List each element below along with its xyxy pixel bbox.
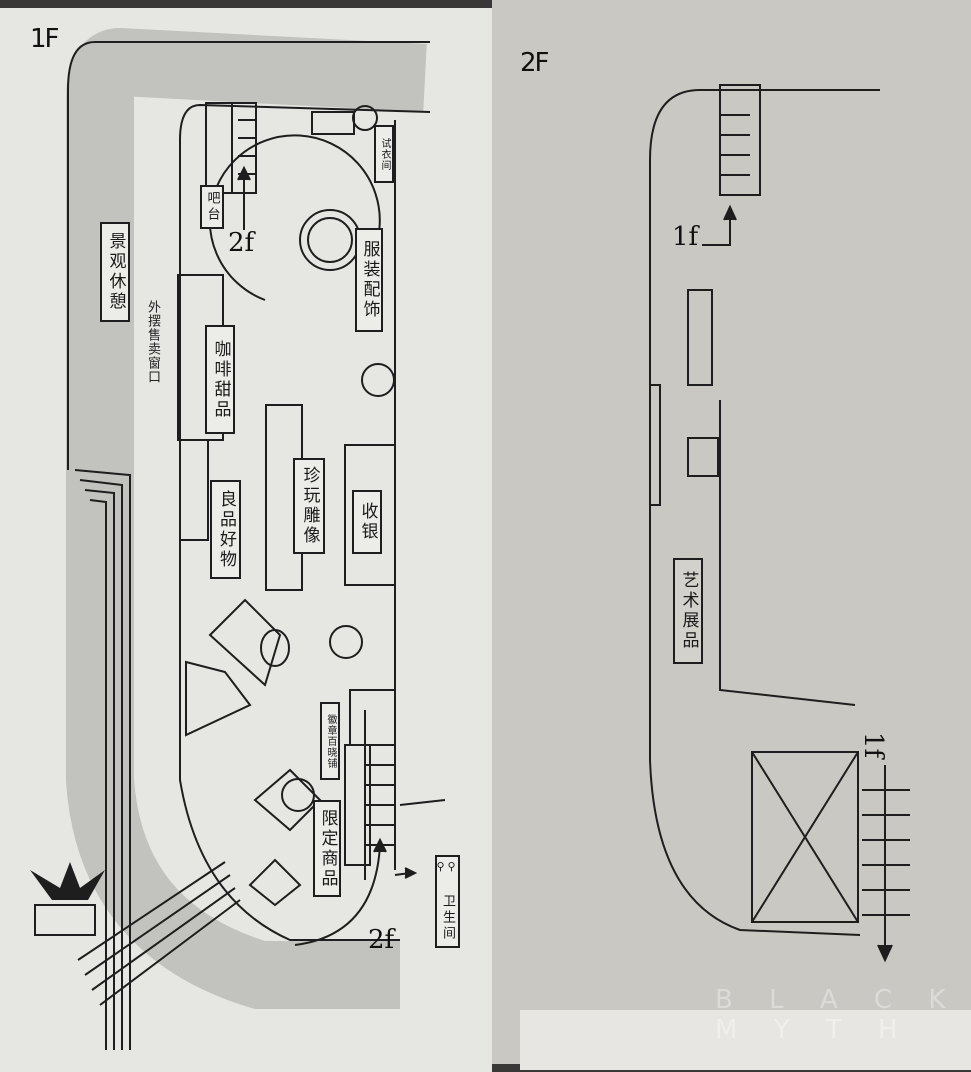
restroom-icon: ⚲⚲ — [436, 860, 459, 873]
right-page — [492, 0, 971, 1064]
stair-label-2f-top: 2f — [228, 228, 255, 258]
walkway-outer-edge — [67, 41, 430, 470]
zone-coffee: 咖啡甜品 — [205, 325, 235, 434]
zone-art: 艺术展品 — [673, 558, 703, 664]
stairs-2f-top — [702, 84, 761, 246]
walkway-2f-inner — [719, 400, 856, 706]
floor-title-2f: 2F — [520, 48, 549, 78]
left-edge-stripes — [74, 469, 131, 1050]
stairs-2f-bottom — [751, 751, 910, 963]
zone-fitting-room: 试衣间 — [374, 125, 394, 183]
stair-label-1f-bottom: 1f — [858, 731, 889, 759]
walkway-2f — [649, 89, 880, 936]
stairs-1f-bottom — [294, 744, 446, 946]
stair-label-2f-bottom: 2f — [368, 925, 395, 955]
bleed-through-text: B L A C K M Y T H — [715, 985, 960, 1045]
zone-cashier: 收银 — [352, 490, 382, 554]
zone-restroom-label: 卫生间 — [440, 894, 455, 942]
zone-landscape-rest: 景观休憩 — [100, 222, 130, 322]
floor-title-1f: 1F — [30, 24, 59, 54]
character-icons — [260, 363, 395, 812]
walkway-inner-edge — [179, 103, 431, 941]
zone-badge-shop: 徽章百晓铺 — [320, 702, 340, 780]
stairs-1f-top — [205, 102, 257, 230]
stair-label-1f-top: 1f — [672, 222, 699, 252]
zone-goods: 良品好物 — [210, 480, 241, 579]
zone-curios: 珍玩雕像 — [293, 458, 325, 554]
background-floor — [520, 1010, 971, 1070]
black-myth-logo — [30, 862, 105, 936]
zone-outdoor-window: 外摆售卖窗口 — [145, 300, 160, 384]
zone-limited: 限定商品 — [313, 800, 341, 897]
zone-bar: 吧台 — [200, 185, 224, 229]
entrance-arrows — [77, 861, 241, 1006]
shelves-2f — [649, 289, 719, 506]
zone-apparel: 服装配饰 — [355, 228, 383, 332]
walkway-band — [66, 27, 427, 1009]
central-round-display — [208, 105, 381, 301]
zone-restroom: ⚲⚲ 卫生间 — [435, 855, 460, 948]
